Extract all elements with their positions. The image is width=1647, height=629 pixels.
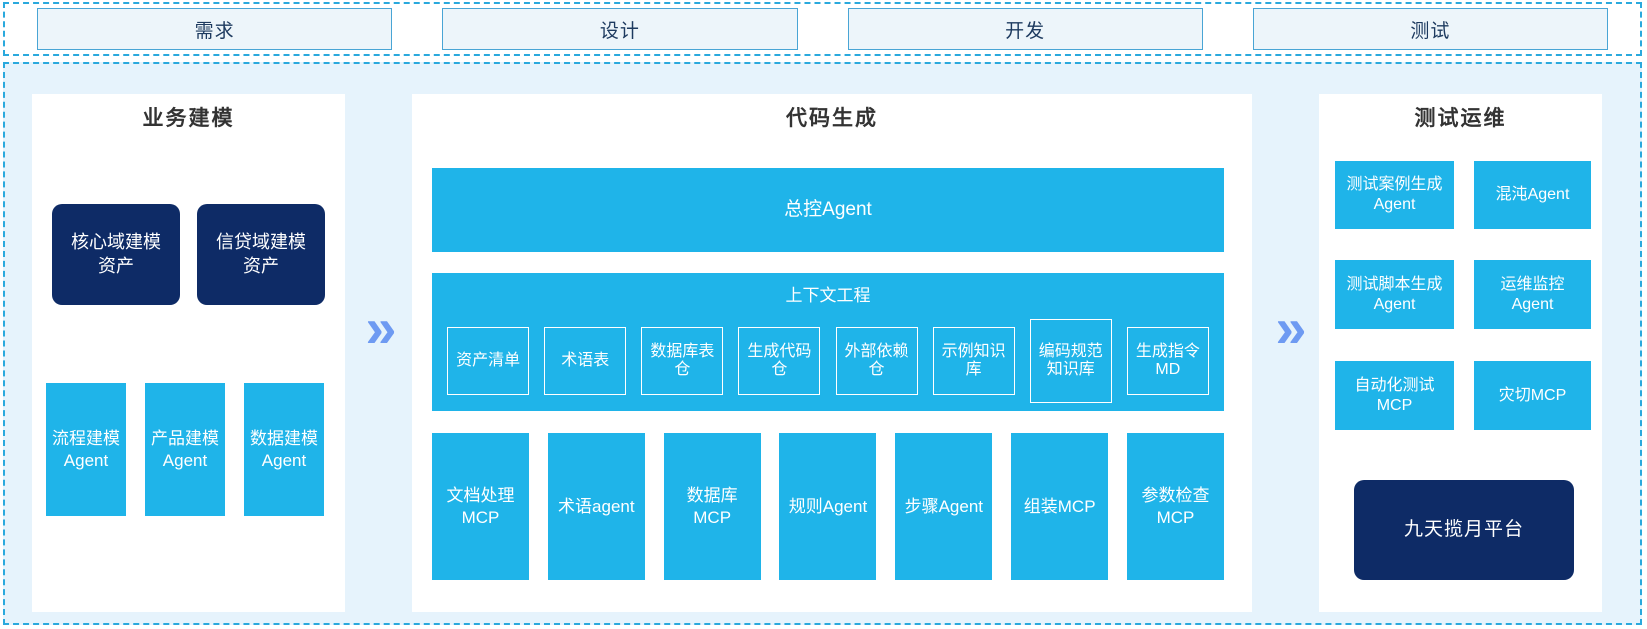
- generation-instruction-md-box: 生成指令MD: [1126, 327, 1209, 395]
- panel-title-code-generation: 代码生成: [786, 107, 878, 130]
- phase-box-development: 开发: [847, 8, 1203, 50]
- context-engineering-title: 上下文工程: [785, 286, 871, 305]
- credit-domain-asset-box: 信贷域建模资产: [197, 204, 325, 305]
- modeling-asset-row: 核心域建模资产 信贷域建模资产: [32, 204, 345, 305]
- phase-box-design: 设计: [442, 8, 798, 50]
- flow-arrow-right: »: [1275, 296, 1306, 359]
- process-modeling-agent-box: 流程建模Agent: [46, 383, 126, 516]
- main-region: 业务建模 核心域建模资产 信贷域建模资产 流程建模Agent 产品建模Agent…: [3, 62, 1642, 625]
- core-domain-asset-box: 核心域建模资产: [52, 204, 180, 305]
- product-modeling-agent-box: 产品建模Agent: [145, 383, 225, 516]
- test-case-generation-agent-box: 测试案例生成Agent: [1335, 161, 1454, 229]
- phase-box-requirements: 需求: [37, 8, 393, 50]
- ops-monitoring-agent-box: 运维监控Agent: [1474, 260, 1591, 329]
- phase-box-testing: 测试: [1252, 8, 1608, 50]
- coding-standards-kb-box: 编码规范知识库: [1029, 319, 1112, 403]
- doc-processing-mcp-box: 文档处理MCP: [432, 433, 529, 580]
- master-control-agent-bar: 总控Agent: [432, 168, 1224, 252]
- asset-list-box: 资产清单: [447, 327, 530, 395]
- panel-title-test-ops: 测试运维: [1414, 107, 1507, 130]
- glossary-box: 术语表: [544, 327, 627, 395]
- panel-title-business-modeling: 业务建模: [142, 107, 235, 130]
- flow-arrow-left: »: [365, 296, 396, 359]
- phase-strip: 需求 设计 开发 测试: [3, 2, 1642, 56]
- data-modeling-agent-box: 数据建模Agent: [244, 383, 324, 516]
- panel-code-generation: 代码生成 总控Agent 上下文工程 资产清单 术语表 数据库表仓 生成代码仓 …: [412, 94, 1252, 612]
- test-script-generation-agent-box: 测试脚本生成Agent: [1335, 260, 1454, 329]
- example-knowledge-base-box: 示例知识库: [932, 327, 1015, 395]
- panel-test-ops: 测试运维 测试案例生成Agent 混沌Agent 测试脚本生成Agent 运维监…: [1319, 94, 1602, 612]
- chaos-agent-box: 混沌Agent: [1474, 161, 1591, 229]
- jiutian-lanyue-platform-box: 九天揽月平台: [1354, 480, 1574, 580]
- generated-code-repo-box: 生成代码仓: [738, 327, 821, 395]
- context-engineering-block: 上下文工程 资产清单 术语表 数据库表仓 生成代码仓 外部依赖仓 示例知识库 编…: [432, 273, 1224, 411]
- assembly-mcp-box: 组装MCP: [1011, 433, 1109, 580]
- code-generation-tool-row: 文档处理MCP 术语agent 数据库MCP 规则Agent 步骤Agent 组…: [432, 433, 1224, 580]
- modeling-agent-row: 流程建模Agent 产品建模Agent 数据建模Agent: [46, 383, 334, 516]
- terminology-agent-box: 术语agent: [547, 433, 645, 580]
- context-engineering-items: 资产清单 术语表 数据库表仓 生成代码仓 外部依赖仓 示例知识库 编码规范知识库…: [432, 319, 1224, 403]
- panel-business-modeling: 业务建模 核心域建模资产 信贷域建模资产 流程建模Agent 产品建模Agent…: [32, 94, 345, 612]
- step-agent-box: 步骤Agent: [895, 433, 993, 580]
- rule-agent-box: 规则Agent: [779, 433, 877, 580]
- database-mcp-box: 数据库MCP: [663, 433, 761, 580]
- db-table-repo-box: 数据库表仓: [641, 327, 724, 395]
- automated-test-mcp-box: 自动化测试MCP: [1335, 361, 1454, 430]
- external-dependency-repo-box: 外部依赖仓: [835, 327, 918, 395]
- disaster-switch-mcp-box: 灾切MCP: [1474, 361, 1591, 430]
- parameter-check-mcp-box: 参数检查MCP: [1126, 433, 1224, 580]
